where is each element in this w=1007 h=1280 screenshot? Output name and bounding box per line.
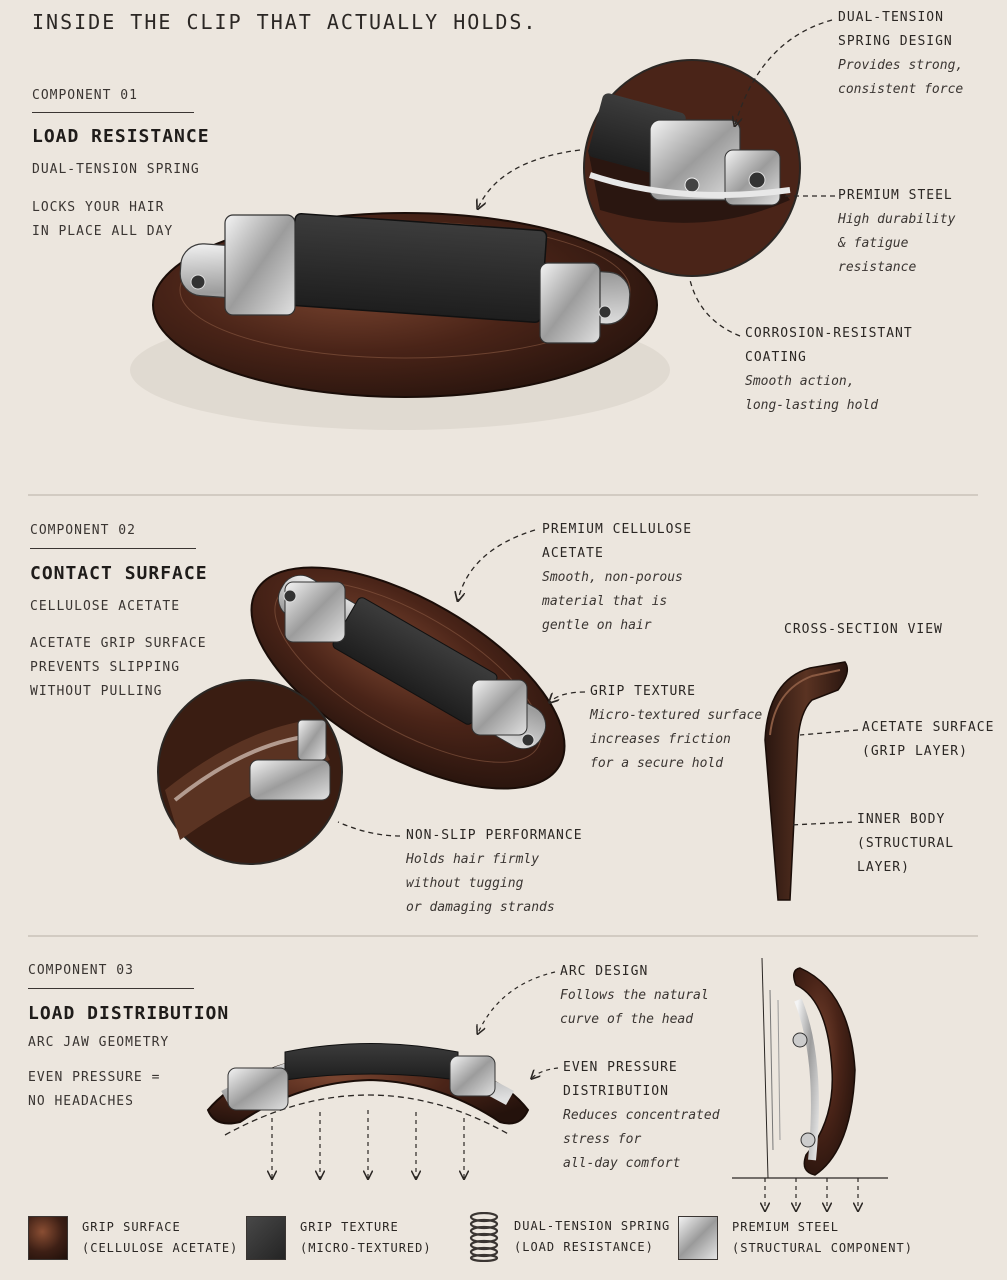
callout-title: CORROSION-RESISTANT COATING <box>745 326 913 365</box>
component-01-title: LOAD RESISTANCE <box>32 126 210 147</box>
legend-premium-steel: PREMIUM STEEL (STRUCTURAL COMPONENT) <box>678 1216 913 1260</box>
callout-spring-design: DUAL-TENSION SPRING DESIGN Provides stro… <box>838 6 963 102</box>
component-01-subtitle: DUAL-TENSION SPRING <box>32 162 200 177</box>
spring-icon <box>469 1212 499 1262</box>
legend-label: DUAL-TENSION SPRING <box>514 1219 671 1233</box>
legend-sublabel: (MICRO-TEXTURED) <box>300 1241 432 1255</box>
legend-grip-texture: GRIP TEXTURE (MICRO-TEXTURED) <box>246 1216 432 1260</box>
legend-spring: DUAL-TENSION SPRING (LOAD RESISTANCE) <box>468 1212 670 1262</box>
legend-sublabel: (STRUCTURAL COMPONENT) <box>732 1241 913 1255</box>
legend-sublabel: (CELLULOSE ACETATE) <box>82 1241 239 1255</box>
component-01-label: COMPONENT 01 <box>32 88 138 103</box>
callout-non-slip: NON-SLIP PERFORMANCE Holds hair firmly w… <box>406 824 583 920</box>
callout-title: ARC DESIGN <box>560 964 649 979</box>
legend-grip-surface: GRIP SURFACE (CELLULOSE ACETATE) <box>28 1216 238 1260</box>
clip-illustration-02 <box>250 566 566 790</box>
callout-body: High durability & fatigue resistance <box>838 212 956 275</box>
component-02-title: CONTACT SURFACE <box>30 563 208 584</box>
callout-body: Follows the natural curve of the head <box>560 988 709 1027</box>
clip-illustration-03 <box>206 1043 530 1136</box>
tortoiseshell-swatch <box>28 1216 68 1260</box>
steel-swatch <box>678 1216 718 1260</box>
legend-label: PREMIUM STEEL <box>732 1220 839 1234</box>
callout-premium-steel: PREMIUM STEEL High durability & fatigue … <box>838 184 955 280</box>
callout-body: Micro-textured surface increases frictio… <box>590 708 763 771</box>
callout-body: Holds hair firmly without tugging or dam… <box>406 852 555 915</box>
dark-texture-swatch <box>246 1216 286 1260</box>
component-02-subtitle: CELLULOSE ACETATE <box>30 599 181 614</box>
callout-title: EVEN PRESSURE DISTRIBUTION <box>563 1060 678 1099</box>
callout-body: Smooth action, long-lasting hold <box>745 374 879 413</box>
side-profile-drawing <box>732 957 888 1179</box>
component-03-label: COMPONENT 03 <box>28 963 134 978</box>
component-02-description: ACETATE GRIP SURFACE PREVENTS SLIPPING W… <box>30 636 207 699</box>
callout-title: DUAL-TENSION SPRING DESIGN <box>838 10 953 49</box>
component-01-description: LOCKS YOUR HAIR IN PLACE ALL DAY <box>32 200 174 239</box>
page-title: INSIDE THE CLIP THAT ACTUALLY HOLDS. <box>32 10 538 34</box>
callout-title: PREMIUM STEEL <box>838 188 953 203</box>
legend-label: GRIP SURFACE <box>82 1220 181 1234</box>
component-03-subtitle: ARC JAW GEOMETRY <box>28 1035 170 1050</box>
component-03-underline <box>28 988 194 989</box>
cross-section-label-surface: ACETATE SURFACE (GRIP LAYER) <box>862 720 995 759</box>
callout-premium-acetate: PREMIUM CELLULOSE ACETATE Smooth, non-po… <box>542 518 692 638</box>
callout-arc-design: ARC DESIGN Follows the natural curve of … <box>560 960 709 1032</box>
cross-section-label-body: INNER BODY (STRUCTURAL LAYER) <box>857 812 955 875</box>
component-03-description: EVEN PRESSURE = NO HEADACHES <box>28 1070 161 1109</box>
callout-grip-texture: GRIP TEXTURE Micro-textured surface incr… <box>590 680 762 776</box>
callout-title: NON-SLIP PERFORMANCE <box>406 828 583 843</box>
callout-even-pressure: EVEN PRESSURE DISTRIBUTION Reduces conce… <box>563 1056 720 1176</box>
callout-title: GRIP TEXTURE <box>590 684 696 699</box>
spring-detail-magnifier <box>583 59 801 277</box>
clip-illustration-01 <box>130 212 670 430</box>
component-03-title: LOAD DISTRIBUTION <box>28 1003 230 1024</box>
callout-corrosion-coating: CORROSION-RESISTANT COATING Smooth actio… <box>745 322 913 418</box>
legend-sublabel: (LOAD RESISTANCE) <box>514 1240 654 1254</box>
callout-body: Provides strong, consistent force <box>838 58 964 97</box>
component-02-underline <box>30 548 196 549</box>
acetate-detail-magnifier <box>157 679 343 865</box>
legend-label: GRIP TEXTURE <box>300 1220 399 1234</box>
cross-section-drawing <box>764 661 849 901</box>
callout-body: Reduces concentrated stress for all-day … <box>563 1108 720 1171</box>
callout-title: PREMIUM CELLULOSE ACETATE <box>542 522 693 561</box>
callout-body: Smooth, non-porous material that is gent… <box>542 570 683 633</box>
cross-section-title: CROSS-SECTION VIEW <box>784 622 943 637</box>
component-01-underline <box>32 112 194 113</box>
component-02-label: COMPONENT 02 <box>30 523 136 538</box>
